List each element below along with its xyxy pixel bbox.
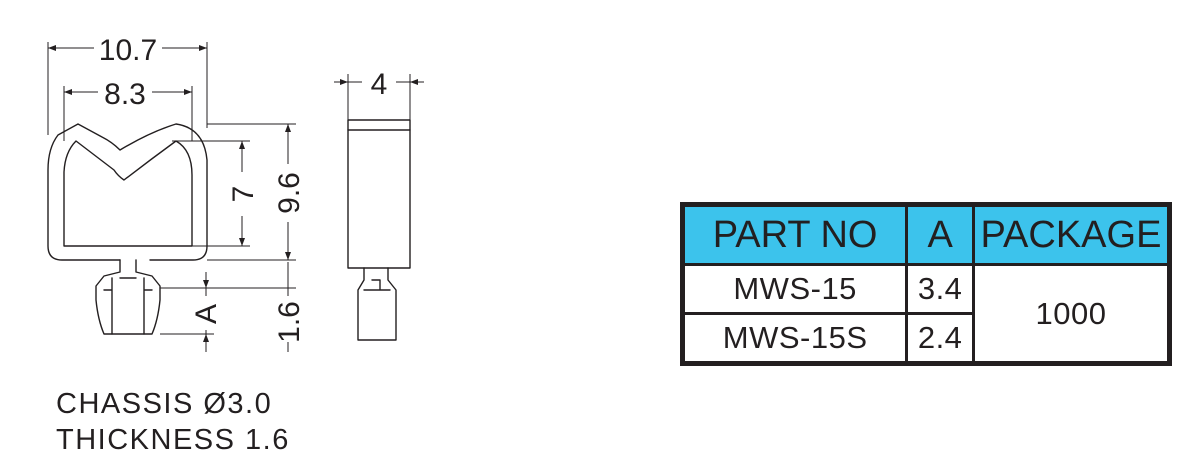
dim-inner-width: 8.3 <box>104 78 146 111</box>
cell-a: 3.4 <box>905 263 975 315</box>
dim-thickness: 4 <box>371 68 388 101</box>
dim-anchor-a: A <box>190 304 223 324</box>
table-row: MWS-15 3.4 1000 <box>680 263 1172 365</box>
header-a: A <box>905 203 975 266</box>
cell-part-no: MWS-15S <box>680 312 909 365</box>
table-row: MWS-15S 2.4 <box>680 312 1170 365</box>
chassis-note: CHASSIS Ø3.0 <box>56 388 273 420</box>
dim-overall-width: 10.7 <box>99 34 157 67</box>
side-view-body <box>347 119 411 269</box>
dim-overall-height: 9.6 <box>273 172 306 214</box>
header-part-no: PART NO <box>680 203 909 266</box>
dim-anchor-1-6: 1.6 <box>273 301 306 343</box>
dim-inner-height: 7 <box>227 186 260 203</box>
table-header-row: PART NO A PACKAGE <box>680 203 1172 266</box>
cell-package: 1000 <box>971 263 1172 365</box>
spec-table: PART NO A PACKAGE MWS-15 3.4 1000 MWS-15… <box>680 202 1172 366</box>
cell-part-no: MWS-15 <box>680 263 909 315</box>
clip-outer-outline <box>47 123 208 261</box>
anchor-inner-lines <box>103 277 153 335</box>
clip-inner-outline <box>63 140 193 247</box>
cell-a: 2.4 <box>905 312 975 365</box>
anchor-stem <box>95 259 161 335</box>
header-package: PACKAGE <box>971 203 1172 266</box>
thickness-note: THICKNESS 1.6 <box>56 424 290 456</box>
side-view-anchor <box>357 267 397 341</box>
